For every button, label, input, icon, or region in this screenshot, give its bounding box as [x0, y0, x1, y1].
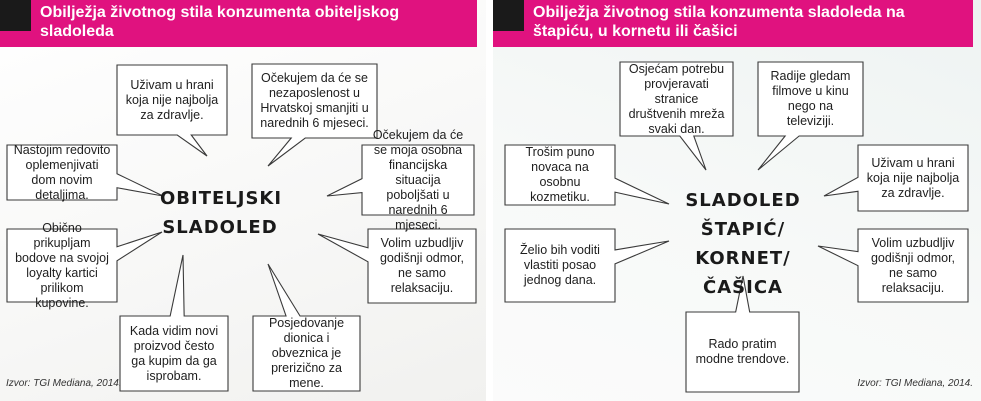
right-title-square — [493, 0, 524, 31]
right-callout-text-6: Volim uzbudljiv godišnji odmor, ne samo … — [870, 235, 956, 295]
right-callout-text-1: Osjećam potrebu provjeravati stranice dr… — [628, 61, 725, 136]
left-callout-text-4: Očekujem da će se moja osobna financijsk… — [372, 127, 464, 232]
left-callout-text-2: Očekujem da će se nezaposlenost u Hrvats… — [260, 71, 369, 130]
right-callout-text-7: Rado pratim modne trendove. — [695, 337, 790, 366]
left-callout-text-8: Posjedovanje dionica i obveznica je prer… — [268, 316, 345, 390]
right-source: Izvor: TGI Mediana, 2014. — [857, 378, 973, 389]
right-callout-text-3: Trošim puno novaca na osobnu kozmetiku. — [525, 145, 595, 204]
left-title-square — [0, 0, 31, 31]
right-center-line-1: SLADOLED — [685, 190, 801, 211]
left-center-line-1: OBITELJSKI — [160, 188, 283, 209]
left-callout-text-5: Obično prikupljam bodove na svojoj loyal… — [15, 220, 109, 310]
right-callout-text-2: Radije gledam filmove u kinu nego na tel… — [770, 69, 851, 128]
right-callout-text-4: Uživam u hrani koja nije najbolja za zdr… — [866, 155, 960, 200]
right-title-bar: Obilježja životnog stila konzumenta slad… — [493, 0, 973, 47]
left-callout-text-7: Kada vidim novi proizvod često ga kupim … — [129, 323, 219, 383]
left-source: Izvor: TGI Mediana, 2014. — [6, 378, 122, 389]
right-title: Obilježja životnog stila konzumenta slad… — [533, 4, 905, 40]
left-callout-text-6: Volim uzbudljiv godišnji odmor, ne samo … — [379, 236, 465, 295]
right-callout-text-5: Želio bih voditi vlastiti posao jednog d… — [520, 243, 600, 287]
left-center-label: OBITELJSKI SLADOLED — [160, 184, 283, 242]
left-callout-text-1: Uživam u hrani koja nije najbolja za zdr… — [125, 77, 219, 122]
left-title: Obilježja životnog stila konzumenta obit… — [40, 4, 400, 40]
left-callout-text-3: Nastojim redovito oplemenjivati dom novi… — [13, 142, 111, 202]
right-center-label: SLADOLED ŠTAPIĆ/ KORNET/ČAŠICA — [658, 186, 828, 302]
left-center-line-2: SLADOLED — [162, 217, 278, 238]
left-panel: Obilježja životnog stila konzumenta obit… — [0, 0, 486, 401]
right-panel: Obilježja životnog stila konzumenta slad… — [493, 0, 981, 401]
right-center-line-3: KORNET/ČAŠICA — [695, 248, 791, 298]
left-title-bar: Obilježja životnog stila konzumenta obit… — [0, 0, 477, 47]
right-center-line-2: ŠTAPIĆ/ — [700, 219, 786, 240]
